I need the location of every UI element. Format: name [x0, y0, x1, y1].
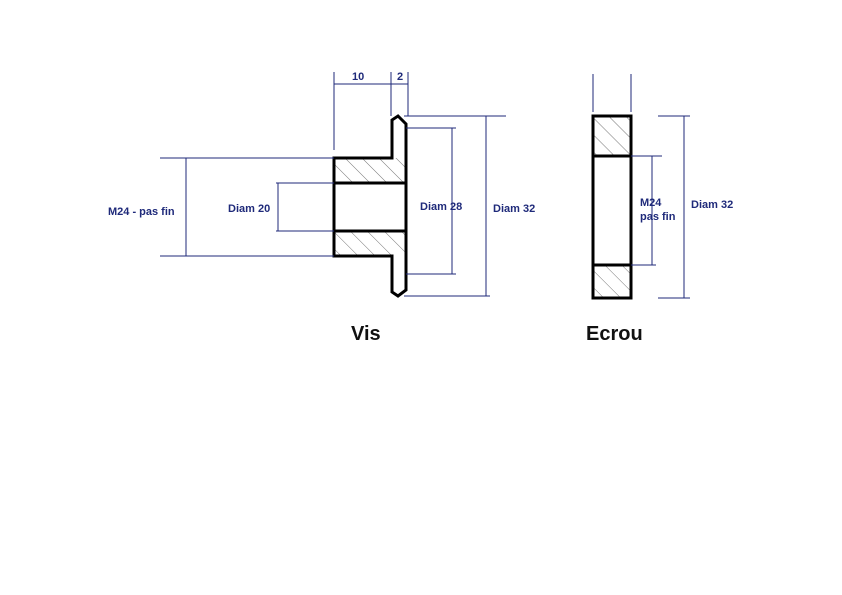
vis-outline — [332, 114, 408, 298]
vis-lower-wall-hatch — [334, 231, 406, 256]
vis-title: Vis — [351, 323, 381, 345]
vis-dim-diam32: Diam 32 — [493, 203, 535, 215]
ecrou-dim-diam32: Diam 32 — [691, 199, 733, 211]
vis-dim-thread: M24 - pas fin — [108, 206, 175, 218]
ecrou-outline — [591, 114, 633, 300]
ecrou-lower-hatch — [593, 265, 631, 298]
vis-dim-bore: Diam 20 — [228, 203, 270, 215]
ecrou-title: Ecrou — [586, 323, 643, 345]
vis-dim-diam28: Diam 28 — [420, 201, 462, 213]
ecrou-dim-thread-line2: pas fin — [640, 211, 676, 223]
vis-dim-length-2: 2 — [397, 71, 403, 83]
ecrou-upper-hatch — [593, 116, 631, 156]
vis-upper-wall-hatch — [334, 158, 406, 183]
ecrou-drawing: M24 pas fin Diam 32 Ecrou — [586, 74, 733, 345]
vis-drawing: M24 - pas fin Diam 20 Diam 28 Diam 32 10… — [108, 71, 535, 345]
vis-dim-length-10: 10 — [352, 71, 364, 83]
ecrou-dim-thread-line1: M24 — [640, 197, 662, 209]
